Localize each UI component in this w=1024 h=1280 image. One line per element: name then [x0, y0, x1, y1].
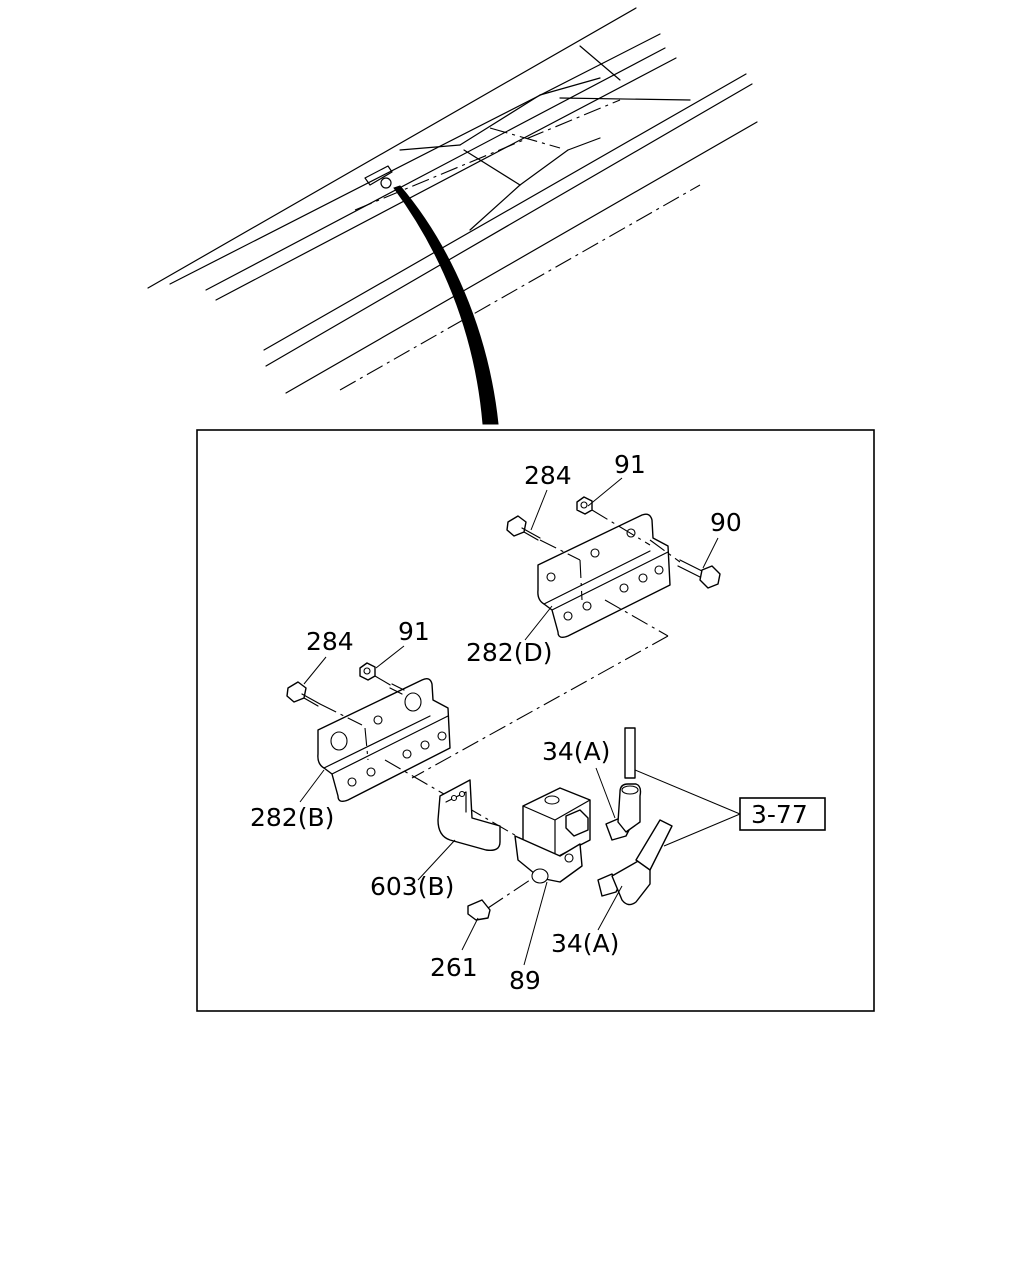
nut-91-left — [359, 662, 405, 695]
vehicle-frame — [147, 7, 758, 394]
callout-90: 90 — [710, 508, 742, 537]
clamp-603b — [437, 779, 501, 852]
plug-261 — [467, 879, 531, 921]
callout-89: 89 — [509, 966, 541, 995]
callout-91-top: 91 — [614, 450, 646, 479]
reference-label: 3-77 — [751, 800, 808, 829]
bracket-282d — [537, 513, 671, 639]
callout-284-left: 284 — [306, 627, 354, 656]
bolt-90 — [649, 539, 721, 589]
callout-34a-bottom: 34(A) — [551, 929, 619, 958]
callout-pointer — [393, 185, 499, 425]
fitting-34a-bottom — [597, 819, 673, 906]
bracket-282b — [317, 677, 451, 803]
callout-261: 261 — [430, 953, 478, 982]
callout-34a-top: 34(A) — [542, 737, 610, 766]
detail-frame — [196, 429, 875, 1012]
callout-603b: 603(B) — [370, 872, 454, 901]
reference-3-77[interactable]: 3-77 — [739, 797, 826, 831]
nut-91-top — [576, 496, 651, 546]
valve-89 — [514, 787, 591, 884]
leaders — [299, 477, 741, 966]
callout-91-left: 91 — [398, 617, 430, 646]
tube — [624, 727, 636, 779]
callout-282b: 282(B) — [250, 803, 334, 832]
callout-282d: 282(D) — [466, 638, 552, 667]
bolt-284-top — [506, 515, 581, 561]
fitting-34a-top — [605, 783, 642, 841]
callout-284-top: 284 — [524, 461, 572, 490]
bolt-284-left — [286, 681, 363, 726]
